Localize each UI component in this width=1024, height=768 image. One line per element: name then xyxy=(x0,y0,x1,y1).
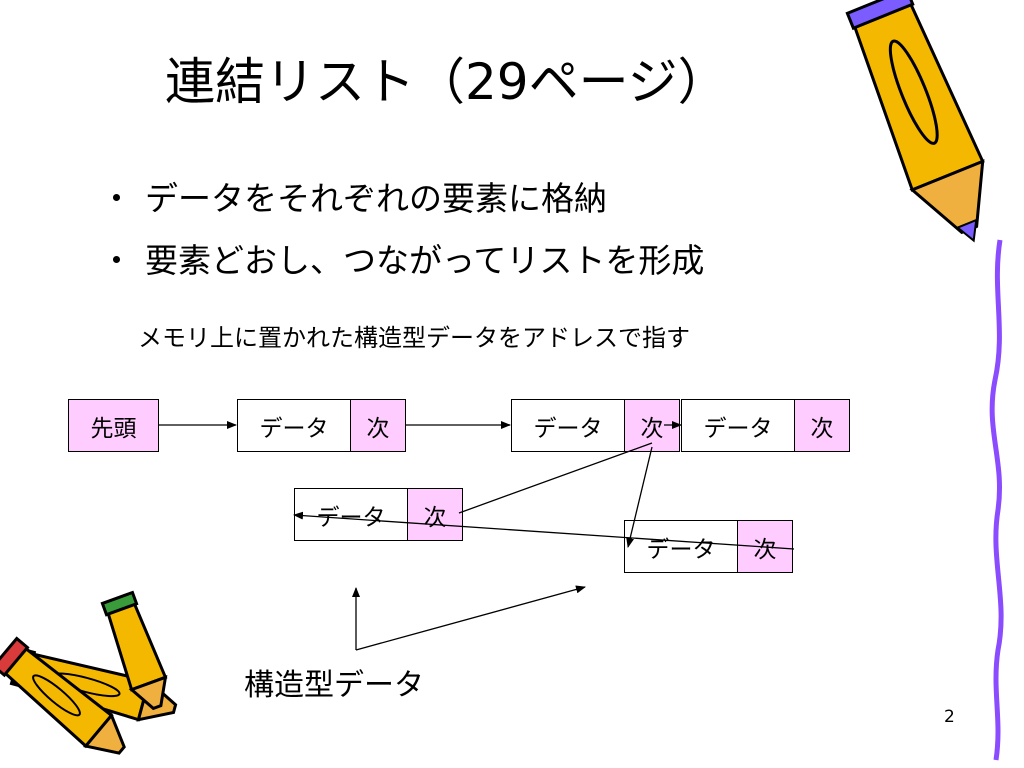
node-next-cell: 次 xyxy=(738,520,793,573)
head-pointer-box: 先頭 xyxy=(68,399,159,452)
node-next-cell: 次 xyxy=(351,399,406,452)
node-data-cell: データ xyxy=(511,399,625,452)
list-node: データ 次 xyxy=(624,520,793,573)
list-node: データ 次 xyxy=(681,399,850,452)
bullet-marker: ・ xyxy=(100,241,133,280)
node-next-cell: 次 xyxy=(408,488,463,541)
node-data-cell: データ xyxy=(624,520,738,573)
bullet-item: ・要素どおし、つながってリストを形成 xyxy=(100,234,704,282)
node-next-cell: 次 xyxy=(795,399,850,452)
slide-title: 連結リスト（29ページ） xyxy=(165,53,728,111)
node-data-cell: データ xyxy=(294,488,408,541)
pencils-icon-bottom-left xyxy=(0,590,178,755)
list-node: データ 次 xyxy=(511,399,680,452)
list-node: データ 次 xyxy=(237,399,406,452)
page-number: 2 xyxy=(944,707,955,727)
node-next-cell: 次 xyxy=(625,399,680,452)
bullet-marker: ・ xyxy=(100,179,133,218)
struct-data-caption: 構造型データ xyxy=(244,668,424,703)
node-data-cell: データ xyxy=(681,399,795,452)
list-node: データ 次 xyxy=(294,488,463,541)
squiggle-line-decoration xyxy=(989,239,1004,761)
node-data-cell: データ xyxy=(237,399,351,452)
arrow-node2-to-node4 xyxy=(458,442,653,514)
bullet-item: ・データをそれぞれの要素に格納 xyxy=(100,172,607,220)
pencil-icon-top-right xyxy=(845,0,985,243)
bullet-text: 要素どおし、つながってリストを形成 xyxy=(145,241,705,280)
diagram-subtitle: メモリ上に置かれた構造型データをアドレスで指す xyxy=(138,324,690,352)
arrow-caption-right xyxy=(355,585,586,651)
bullet-text: データをそれぞれの要素に格納 xyxy=(145,179,607,218)
